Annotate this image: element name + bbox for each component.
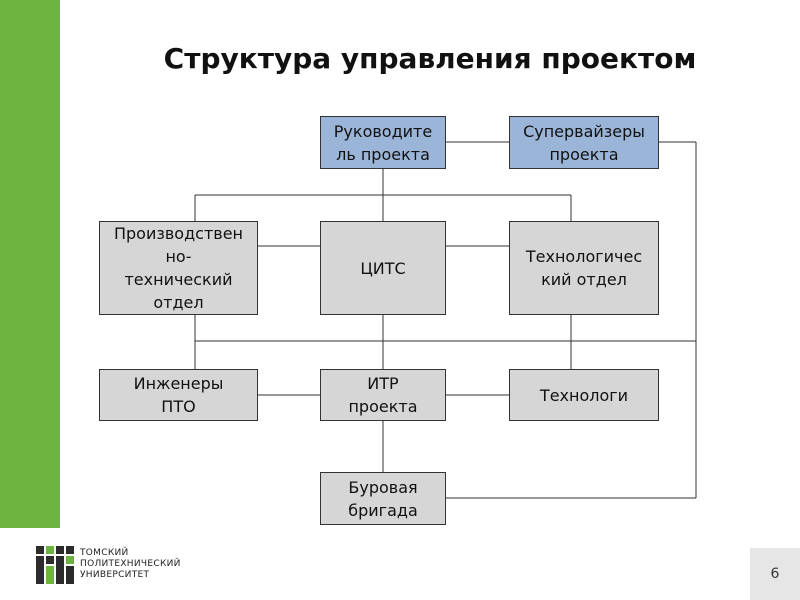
page-number: 6 xyxy=(770,566,780,582)
node-production-dept: Производствен но- технический отдел xyxy=(99,221,258,315)
node-project-manager: Руководите ль проекта xyxy=(320,116,446,169)
university-name-line: ПОЛИТЕХНИЧЕСКИЙ xyxy=(80,559,181,569)
node-cits: ЦИТС xyxy=(320,221,446,315)
node-supervisors: Супервайзеры проекта xyxy=(509,116,659,169)
node-pto-engineers: Инженеры ПТО xyxy=(99,369,258,421)
accent-side-bar xyxy=(0,0,60,528)
node-tech-dept: Технологичес кий отдел xyxy=(509,221,659,315)
node-technologists: Технологи xyxy=(509,369,659,421)
node-drilling-crew-label: Буровая бригада xyxy=(348,477,418,520)
node-itr: ИТР проекта xyxy=(320,369,446,421)
slide-title: Структура управления проектом xyxy=(163,42,697,75)
university-logo-icon xyxy=(36,546,74,584)
node-technologists-label: Технологи xyxy=(539,385,629,405)
node-itr-label: ИТР проекта xyxy=(348,374,418,416)
node-pto-engineers-label: Инженеры ПТО xyxy=(133,374,224,416)
university-name: ТОМСКИЙ ПОЛИТЕХНИЧЕСКИЙ УНИВЕРСИТЕТ xyxy=(80,548,181,581)
page-number-box: 6 xyxy=(750,548,800,600)
node-project-manager-label: Руководите ль проекта xyxy=(333,121,433,164)
university-name-line: ТОМСКИЙ xyxy=(80,548,129,558)
university-name-line: УНИВЕРСИТЕТ xyxy=(80,570,150,580)
node-production-dept-label: Производствен но- технический отдел xyxy=(113,224,243,312)
node-supervisors-label: Супервайзеры проекта xyxy=(523,121,645,164)
node-cits-label: ЦИТС xyxy=(360,258,406,278)
node-tech-dept-label: Технологичес кий отдел xyxy=(525,247,643,289)
node-drilling-crew: Буровая бригада xyxy=(320,472,446,525)
